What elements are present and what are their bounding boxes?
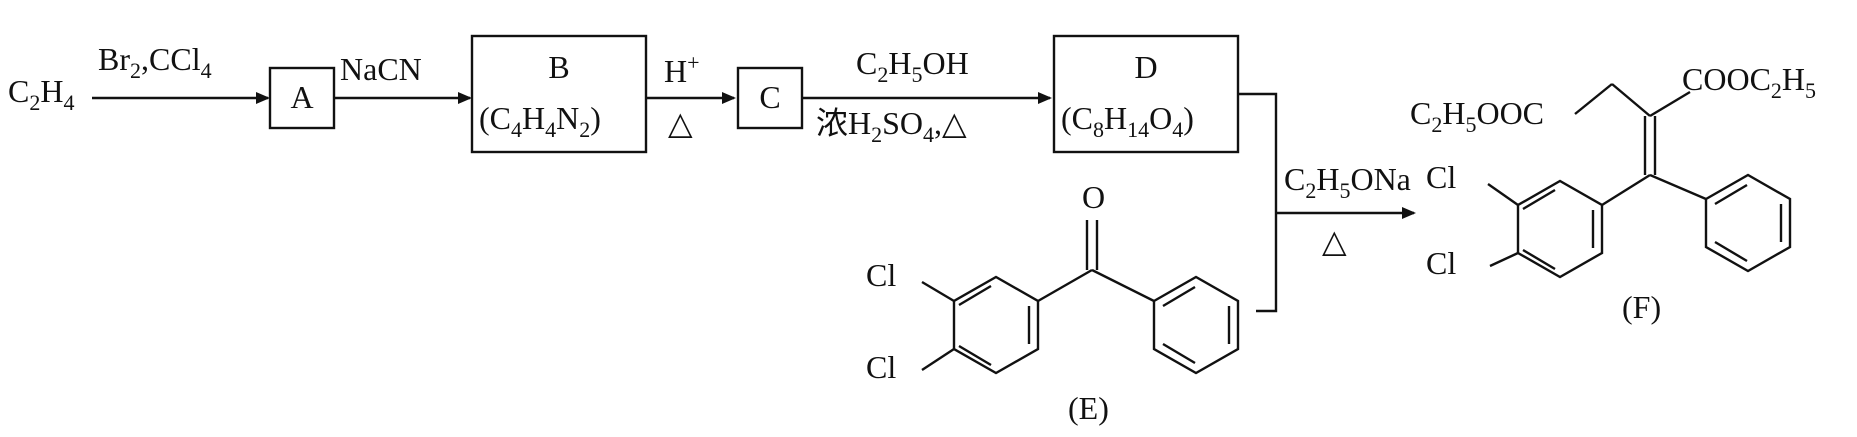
reactant-ethylene: C2H4 (8, 73, 74, 115)
compound-f-left-ester: C2H5OOC (1410, 95, 1544, 137)
compound-e-cl-top-bond (921, 280, 955, 303)
compound-e-left-inner-bond-3 (958, 284, 992, 307)
compound-b-formula: (C4H4N2) (479, 100, 601, 142)
compound-f-cl-top: Cl (1426, 159, 1456, 195)
compound-e-left-ring (952, 275, 1040, 375)
step-3-condition: △ (668, 105, 693, 141)
compound-e-oxygen: O (1082, 179, 1105, 215)
compound-f-left-inner-bond-2 (1522, 248, 1556, 271)
compound-b-box (470, 34, 648, 154)
compound-c-label: C (759, 79, 780, 115)
compound-d-box (1052, 34, 1240, 154)
compound-f-left-ring (1516, 179, 1604, 279)
step-2-reagent: NaCN (340, 51, 422, 87)
compound-f-right-inner-bond-3 (1714, 240, 1748, 263)
compound-f-left-inner-bond-3 (1522, 188, 1556, 211)
merge-connector (1238, 92, 1278, 313)
compound-f-cl-bottom: Cl (1426, 245, 1456, 281)
compound-f-cl-bottom-bond (1489, 251, 1519, 268)
compound-f-structure (1487, 83, 1792, 279)
compound-e-structure (921, 220, 1240, 375)
compound-b-label: B (548, 49, 569, 85)
compound-e-right-inner-bond-3 (1162, 342, 1196, 365)
compound-f-right-ester: COOC2H5 (1682, 61, 1816, 103)
compound-f-upper-link-left-2 (1574, 83, 1613, 115)
step-3-reagent: H+ (664, 50, 700, 89)
step-1-reagent: Br2,CCl4 (98, 41, 212, 83)
compound-e-left-inner-bond-2 (958, 344, 992, 367)
compound-e-cl-bottom: Cl (866, 349, 896, 385)
compound-e-right-inner-bond-1 (1162, 285, 1196, 308)
compound-d-label: D (1134, 49, 1157, 85)
compound-f-center-link-left (1601, 173, 1651, 207)
compound-e-carbonyl-link-left (1037, 268, 1093, 303)
compound-f-upper-link-left (1611, 83, 1651, 117)
compound-f-right-ring (1704, 173, 1792, 273)
compound-f-label: (F) (1622, 289, 1661, 325)
compound-a-label: A (290, 79, 313, 115)
compound-f-center-link-right (1649, 173, 1707, 201)
step-4-reagent: C2H5OH (856, 45, 969, 87)
step-5-condition: △ (1322, 223, 1347, 259)
compound-e-carbonyl-link-right (1091, 268, 1155, 303)
compound-f-cl-top-bond (1487, 183, 1519, 206)
compound-d-formula: (C8H14O4) (1061, 100, 1194, 142)
compound-e-cl-bottom-bond (921, 347, 955, 372)
step-5-reagent: C2H5ONa (1284, 161, 1411, 203)
compound-e-right-ring (1152, 275, 1240, 375)
compound-e-label: (E) (1068, 390, 1109, 426)
compound-e-cl-top: Cl (866, 257, 896, 293)
step-4-condition: 浓H2SO4,△ (816, 105, 967, 147)
compound-f-upper-link-right (1649, 90, 1691, 118)
compound-f-right-inner-bond-1 (1714, 183, 1748, 206)
